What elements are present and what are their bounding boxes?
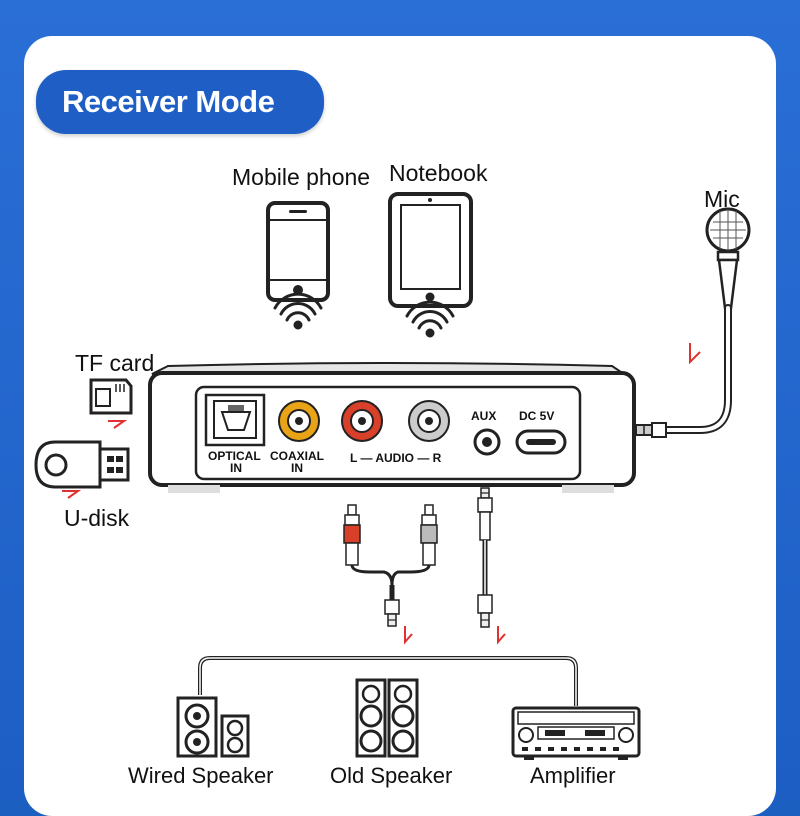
arrow-icon: [404, 626, 506, 645]
wired-speaker-icon: [176, 696, 250, 758]
wireless-signal-icon: [273, 292, 323, 330]
audio-right-port-icon: [408, 400, 450, 442]
microphone-icon: [635, 207, 751, 438]
optical-port-icon: [204, 393, 266, 447]
aux-port-label: AUX: [471, 409, 497, 423]
tf-card-label: TF card: [75, 350, 155, 376]
optical-port-label-line2: IN: [230, 461, 242, 475]
rca-cable: [343, 504, 438, 627]
coaxial-port-icon: [278, 400, 320, 442]
tf-card-icon: [89, 378, 133, 415]
notebook-icon: [388, 192, 473, 308]
mobile-phone-icon: [266, 201, 330, 302]
arrow-icon: [62, 490, 82, 499]
amplifier-label: Amplifier: [530, 763, 616, 788]
title-badge: [36, 70, 324, 134]
amplifier-icon: [511, 706, 641, 760]
dc-port-label: DC 5V: [519, 409, 555, 423]
audio-left-port-icon: [341, 400, 383, 442]
coaxial-port-label: COAXIAL: [270, 449, 324, 463]
old-speaker-label: Old Speaker: [330, 763, 453, 788]
notebook-label: Notebook: [389, 160, 488, 186]
aux-cable: [477, 487, 493, 628]
coaxial-port-label-line2: IN: [291, 461, 303, 475]
output-connection-line: [199, 657, 577, 706]
wireless-signal-icon: [405, 300, 455, 338]
arrow-icon: [689, 343, 701, 365]
arrow-icon: [108, 420, 128, 429]
mobile-phone-label: Mobile phone: [232, 164, 371, 190]
optical-port-label: OPTICAL: [208, 449, 261, 463]
dc-port-icon: [515, 429, 567, 455]
wired-speaker-label: Wired Speaker: [128, 763, 274, 788]
mic-label: Mic: [704, 186, 740, 212]
u-disk-icon: [34, 440, 130, 489]
aux-port-icon: [473, 428, 501, 456]
receiver-device: [148, 362, 636, 493]
audio-port-label: L — AUDIO — R: [350, 451, 442, 465]
u-disk-label: U-disk: [64, 505, 130, 531]
page-title: Receiver Mode: [62, 84, 275, 119]
old-speaker-icon: [355, 678, 419, 758]
